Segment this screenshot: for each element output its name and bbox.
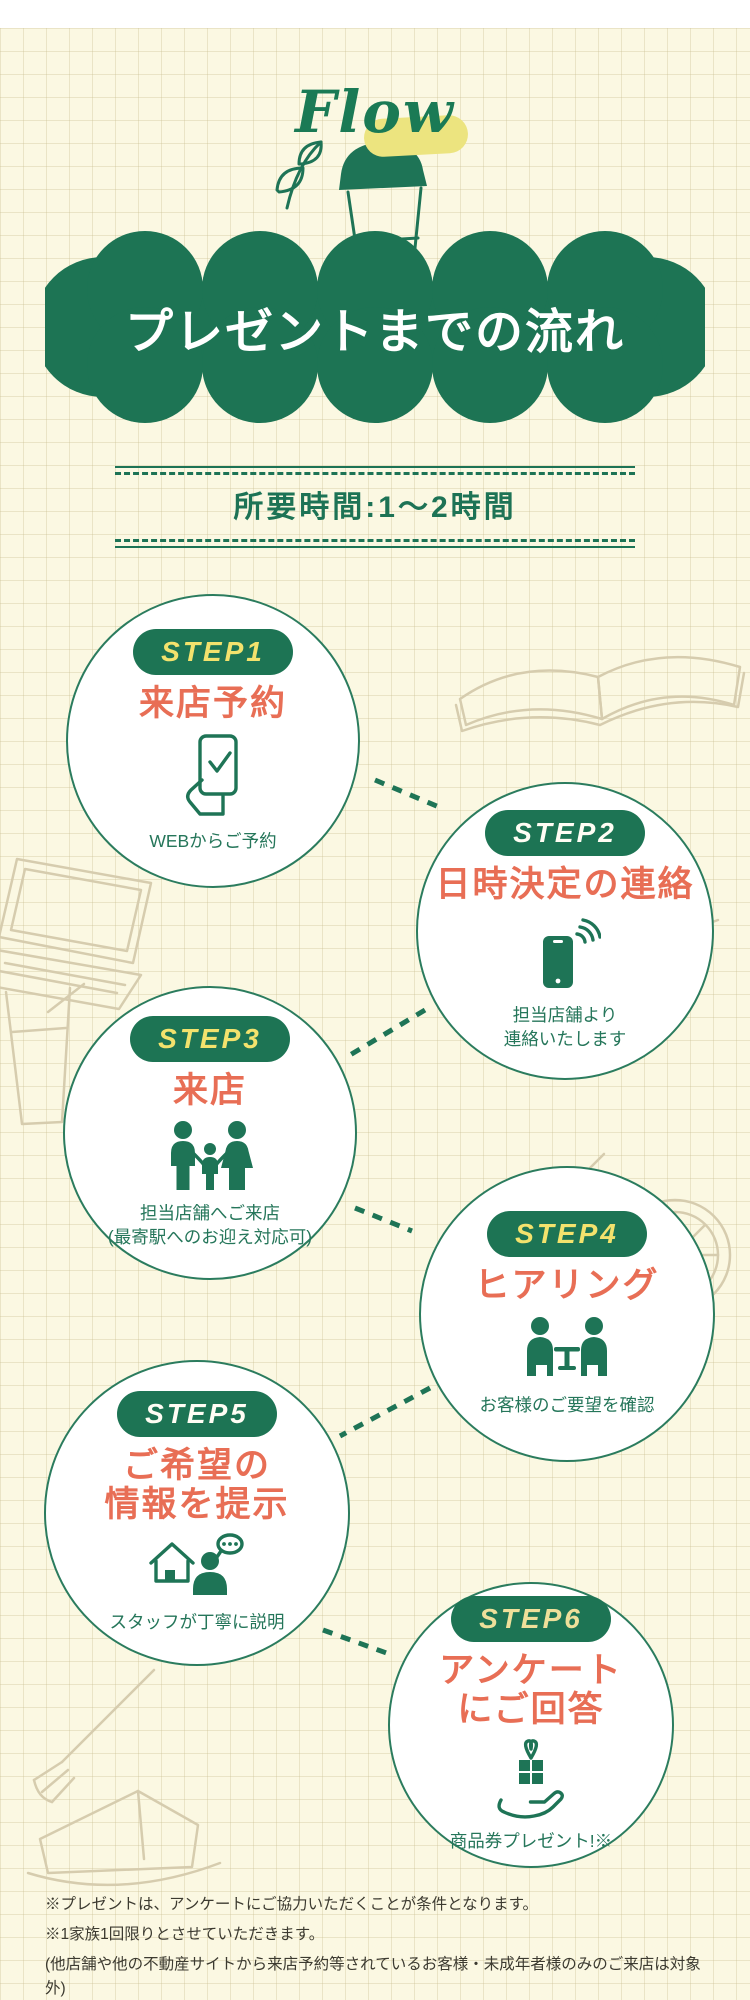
glass-doodle bbox=[4, 982, 86, 1126]
step-caption: 商品券プレゼント!※ bbox=[449, 1831, 613, 1852]
phone-check-icon bbox=[186, 734, 238, 816]
step-pill: STEP1 bbox=[133, 628, 293, 675]
duration-text: 所要時間:1〜2時間 bbox=[233, 491, 517, 524]
cake-doodle bbox=[490, 834, 720, 947]
top-strip bbox=[0, 0, 750, 28]
note-line: ※1家族1回限りとさせていただきます。 bbox=[45, 1925, 325, 1943]
page-title: プレゼントまでの流れ bbox=[124, 306, 625, 359]
book-doodle bbox=[454, 655, 746, 733]
cake-slice-doodle bbox=[26, 1789, 222, 1887]
step-icon-slot bbox=[147, 1533, 247, 1601]
connector-line bbox=[374, 777, 440, 810]
divider-line bbox=[115, 466, 635, 468]
step-caption: 担当店舗へご来店 (最寄駅へのお迎え対応可) bbox=[107, 1202, 313, 1248]
house-presentation-icon bbox=[149, 1533, 244, 1596]
fork-doodle bbox=[32, 1668, 156, 1804]
step-icon-slot bbox=[178, 732, 248, 820]
divider-dashed-line bbox=[115, 472, 635, 475]
duration-block: 所要時間:1〜2時間 bbox=[115, 466, 635, 548]
step-pill: STEP5 bbox=[117, 1391, 277, 1438]
connector-line bbox=[343, 1007, 427, 1061]
flow-label: Flow bbox=[295, 78, 455, 146]
footnotes: ※プレゼントは、アンケートにご協力いただくことが条件となります。 ※1家族1回限… bbox=[45, 1893, 713, 2000]
connector-line bbox=[338, 1385, 432, 1439]
step-caption: 担当店舗より 連絡いたします bbox=[503, 1004, 627, 1050]
step-caption: スタッフが丁寧に説明 bbox=[109, 1612, 285, 1633]
step-icon-slot bbox=[489, 1738, 573, 1820]
banner-blob-shape bbox=[45, 231, 705, 423]
citrus-drink-doodle bbox=[530, 1152, 732, 1324]
step-pill: STEP6 bbox=[451, 1596, 611, 1643]
step-icon-slot bbox=[166, 1120, 254, 1192]
step-caption: お客様のご要望を確認 bbox=[479, 1394, 655, 1415]
step-title: ご希望の 情報を提示 bbox=[104, 1446, 290, 1525]
step-title: アンケート にご回答 bbox=[439, 1651, 623, 1730]
step-circle: STEP6 アンケート にご回答 商品券プレゼント!※ bbox=[388, 1582, 674, 1868]
gift-hand-icon bbox=[497, 1739, 564, 1820]
step-title: 来店 bbox=[172, 1071, 247, 1111]
family-icon bbox=[171, 1120, 253, 1190]
connector-line bbox=[354, 1205, 413, 1234]
note-line: ※プレゼントは、アンケートにご協力いただくことが条件となります。 bbox=[45, 1896, 539, 1913]
divider-line bbox=[115, 546, 635, 548]
step-circle: STEP5 ご希望の 情報を提示 スタッフが丁寧に説明 bbox=[44, 1360, 350, 1666]
title-banner: プレゼントまでの流れ bbox=[45, 227, 705, 427]
note-line: (他店舗や他の不動産サイトから来店予約等されているお客様・未成年者様のみのご来店… bbox=[45, 1955, 701, 1998]
step-circle: STEP1 来店予約 WEBからご予約 bbox=[66, 594, 360, 888]
step-circle: STEP3 来店 担当店舗へご来店 (最寄駅へのお迎え対応可) bbox=[63, 986, 357, 1280]
divider-dashed-line bbox=[115, 539, 635, 542]
connector-line bbox=[322, 1627, 393, 1658]
step-pill: STEP3 bbox=[130, 1016, 290, 1063]
step-title: 来店予約 bbox=[138, 683, 287, 723]
